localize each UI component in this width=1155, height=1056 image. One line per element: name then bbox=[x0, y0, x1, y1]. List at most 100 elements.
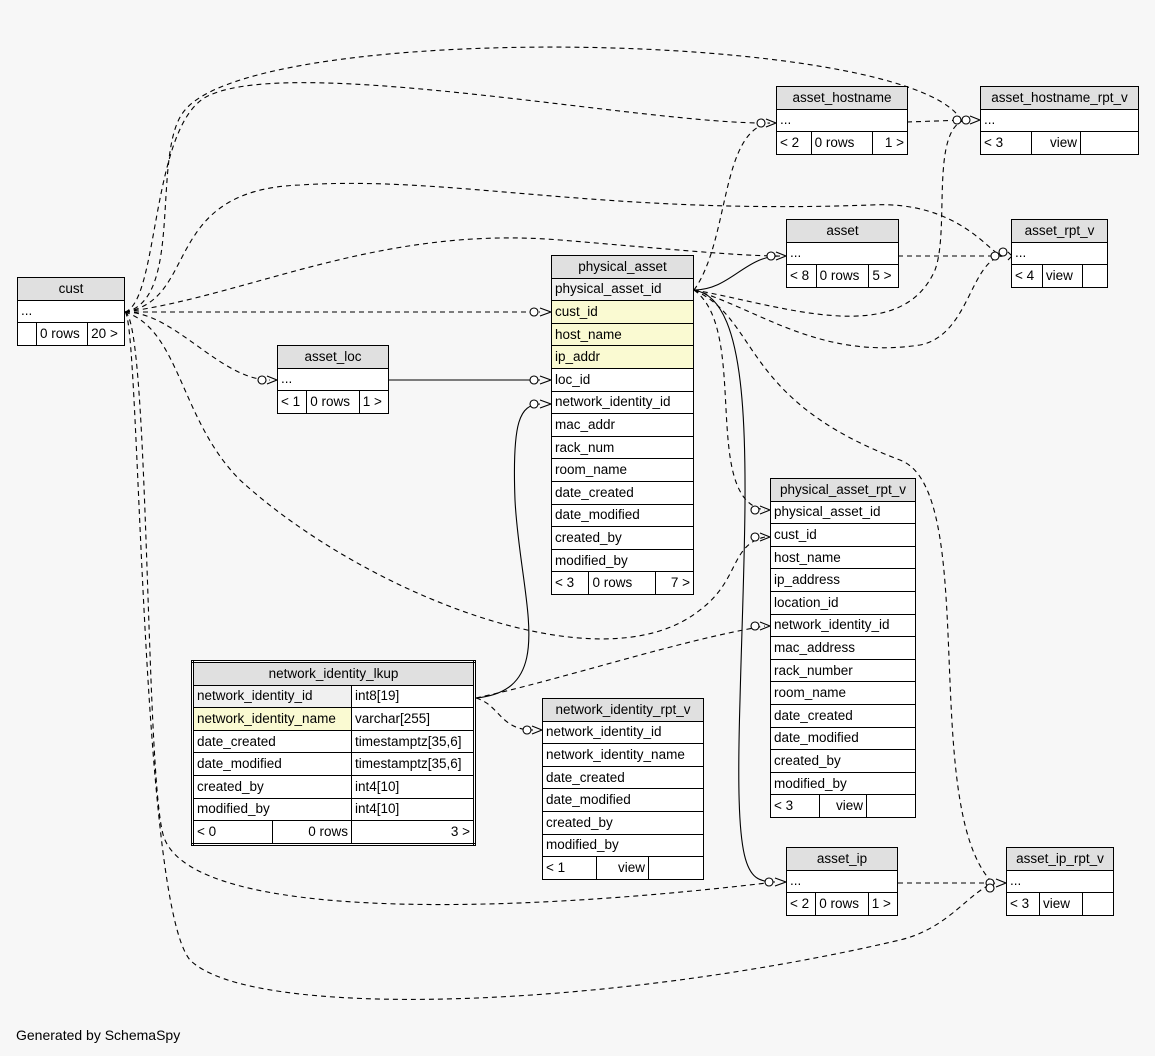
column-type: int4[10] bbox=[351, 774, 475, 799]
table-network-identity-rpt-v[interactable]: network_identity_rpt_v network_identity_… bbox=[542, 698, 704, 880]
table-asset-ip[interactable]: asset_ip ... < 2 0 rows 1 > bbox=[785, 847, 899, 916]
table-title: asset_rpt_v bbox=[1011, 219, 1108, 243]
column: ... bbox=[277, 367, 389, 392]
footer-children: 1 > bbox=[358, 390, 390, 414]
edge-cust-asset-hostname bbox=[124, 82, 771, 313]
table-title: physical_asset bbox=[551, 255, 694, 279]
edge-nil-physical-asset bbox=[475, 403, 541, 699]
table-title: asset bbox=[786, 219, 899, 243]
footer-children bbox=[1082, 264, 1108, 288]
footer-rows: 0 rows bbox=[815, 264, 870, 288]
column: ... bbox=[786, 869, 898, 894]
edge-pa-asset-ip-rpt-v bbox=[693, 289, 991, 881]
edge-cust-asset-ip bbox=[124, 311, 776, 906]
column: network_identity_name bbox=[542, 743, 704, 767]
footer-children: 1 > bbox=[872, 131, 908, 155]
footer-children: 20 > bbox=[87, 322, 125, 346]
column: ... bbox=[17, 299, 125, 324]
column: rack_number bbox=[770, 658, 916, 683]
footer-parents: < 4 bbox=[1011, 264, 1043, 288]
table-title: cust bbox=[17, 277, 125, 301]
footer-type: view bbox=[1039, 892, 1083, 916]
column: loc_id bbox=[551, 367, 694, 392]
footer-parents: < 2 bbox=[776, 131, 812, 155]
edge-nil-physical-asset-rpt-v bbox=[475, 625, 766, 699]
column-name: modified_by bbox=[192, 797, 352, 822]
edge-cust-physical-asset-rpt-v bbox=[124, 311, 766, 640]
footer-parents: < 0 bbox=[192, 820, 273, 845]
column: host_name bbox=[770, 545, 916, 570]
edge-cust-asset bbox=[124, 237, 781, 313]
footer-parents: < 1 bbox=[276, 390, 308, 414]
footer-rows: 0 rows bbox=[815, 892, 869, 916]
table-title: asset_ip bbox=[786, 847, 898, 871]
column: date_modified bbox=[551, 503, 694, 528]
table-title: asset_hostname bbox=[776, 86, 908, 110]
column: host_name bbox=[551, 322, 694, 347]
footer-children: 5 > bbox=[868, 264, 899, 288]
footer-rows: 0 rows bbox=[810, 131, 874, 155]
column: created_by bbox=[551, 526, 694, 550]
column-type: int4[10] bbox=[351, 797, 475, 822]
edge-nil-network-identity-rpt-v bbox=[475, 697, 534, 731]
column: room_name bbox=[551, 458, 694, 482]
footer-rows: 0 rows bbox=[306, 390, 360, 414]
column: cust_id bbox=[770, 523, 916, 547]
column: physical_asset_id bbox=[551, 277, 694, 302]
column-name: network_identity_id bbox=[192, 684, 352, 709]
footer-children bbox=[648, 856, 704, 880]
table-asset[interactable]: asset ... < 8 0 rows 5 > bbox=[786, 219, 899, 288]
edge-pa-asset-hostname-rpt-v bbox=[693, 119, 966, 317]
footer-parents: < 3 bbox=[1005, 892, 1041, 916]
footer-parents: < 2 bbox=[785, 892, 817, 916]
column: physical_asset_id bbox=[770, 500, 916, 525]
table-title: asset_loc bbox=[277, 345, 389, 369]
column: created_by bbox=[542, 810, 704, 835]
edge-pa-physical-asset-rpt-v bbox=[693, 289, 766, 511]
column: date_created bbox=[542, 765, 704, 790]
edge-cust-asset-loc bbox=[124, 311, 271, 381]
edge-pa-asset bbox=[693, 255, 781, 291]
column: date_modified bbox=[542, 788, 704, 812]
footer-children bbox=[1082, 892, 1114, 916]
footer-type: view bbox=[596, 856, 649, 880]
column: ... bbox=[1006, 869, 1114, 894]
column: ip_address bbox=[770, 568, 916, 592]
footer-children: 3 > bbox=[351, 820, 475, 845]
column: ip_addr bbox=[551, 345, 694, 369]
table-physical-asset[interactable]: physical_asset physical_asset_id cust_id… bbox=[550, 255, 694, 595]
column: rack_num bbox=[551, 435, 694, 460]
column: ... bbox=[786, 241, 899, 266]
edge-cust-asset-rpt-v bbox=[124, 182, 1004, 313]
table-title: network_identity_lkup bbox=[192, 661, 475, 686]
column: cust_id bbox=[551, 300, 694, 324]
table-title: physical_asset_rpt_v bbox=[770, 478, 916, 502]
column: network_identity_id bbox=[542, 720, 704, 745]
column: date_created bbox=[551, 480, 694, 505]
table-physical-asset-rpt-v[interactable]: physical_asset_rpt_v physical_asset_id c… bbox=[770, 478, 916, 818]
column: mac_addr bbox=[551, 413, 694, 437]
column: ... bbox=[1011, 241, 1108, 266]
table-asset-hostname-rpt-v[interactable]: asset_hostname_rpt_v ... < 3 view bbox=[980, 86, 1139, 155]
table-asset-rpt-v[interactable]: asset_rpt_v ... < 4 view bbox=[1011, 219, 1108, 288]
footer-rows: 0 rows bbox=[35, 322, 89, 346]
column: modified_by bbox=[551, 548, 694, 573]
footer-parents: < 1 bbox=[542, 856, 597, 880]
table-title: asset_ip_rpt_v bbox=[1006, 847, 1114, 871]
table-asset-loc[interactable]: asset_loc ... < 1 0 rows 1 > bbox=[276, 345, 390, 414]
column-type: timestamptz[35,6] bbox=[351, 752, 475, 776]
table-network-identity-lkup[interactable]: network_identity_lkup network_identity_i… bbox=[191, 660, 476, 846]
generated-by-footer: Generated by SchemaSpy bbox=[16, 1027, 181, 1043]
table-cust[interactable]: cust ... 0 rows 20 > bbox=[17, 277, 125, 346]
column: ... bbox=[776, 108, 908, 133]
table-asset-hostname[interactable]: asset_hostname ... < 2 0 rows 1 > bbox=[776, 86, 908, 155]
footer-type: view bbox=[1031, 131, 1081, 155]
edge-cust-asset-ip-rpt-v bbox=[124, 311, 996, 1000]
footer-parents: < 3 bbox=[770, 794, 820, 818]
column: mac_address bbox=[770, 636, 916, 660]
column: modified_by bbox=[770, 771, 916, 796]
column: date_modified bbox=[770, 726, 916, 751]
footer-parents: < 3 bbox=[980, 131, 1032, 155]
table-asset-ip-rpt-v[interactable]: asset_ip_rpt_v ... < 3 view bbox=[1005, 847, 1114, 916]
